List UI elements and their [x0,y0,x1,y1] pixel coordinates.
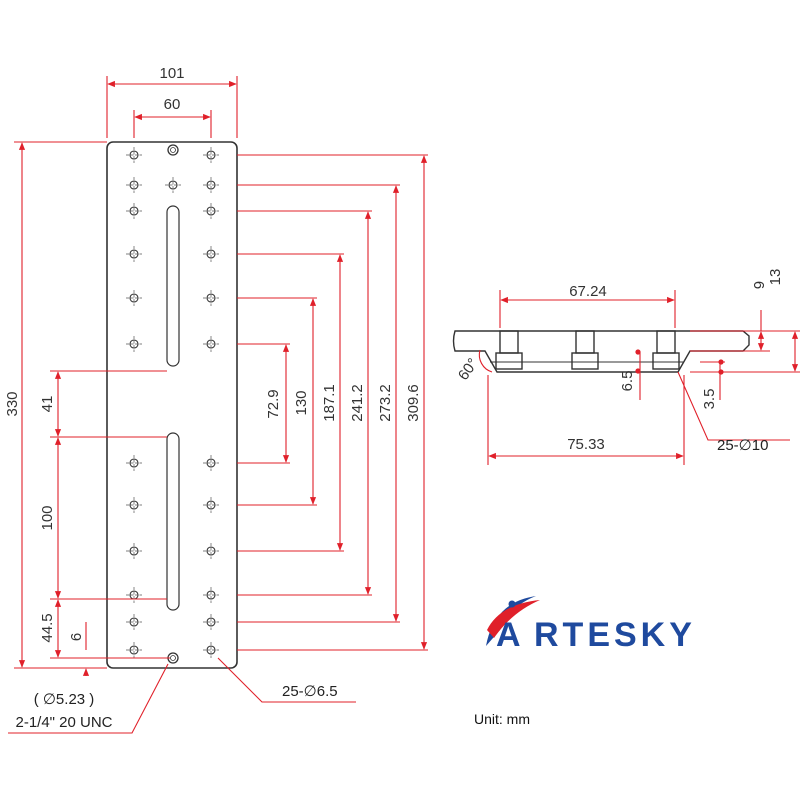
mounting-hole [126,336,142,352]
mounting-hole [203,543,219,559]
dim-6-5: 6.5 [619,371,636,392]
plate-side-view [452,330,750,373]
mounting-hole [126,642,142,658]
hole-count-note-top: 25-∅6.5 [282,683,338,700]
side-view-dimensions [478,290,800,465]
dim-3-5: 3.5 [701,389,718,410]
logo-text: RTESKY [534,616,696,654]
mounting-hole [126,147,142,163]
dim-width-60: 60 [164,96,181,113]
dim-width-101: 101 [159,65,184,82]
threaded-hole-top [167,144,179,156]
mounting-hole [203,203,219,219]
upper-slot [166,205,180,367]
mounting-hole [203,147,219,163]
side-bolt-middle [571,330,599,370]
dim-72-9: 72.9 [265,389,282,418]
side-bolt-left [495,330,523,370]
mounting-hole [203,177,219,193]
dim-130: 130 [293,390,310,415]
side-bolt-right [652,330,680,370]
mounting-hole [126,290,142,306]
artesky-logo-icon [486,596,540,646]
mounting-hole [203,497,219,513]
dim-41: 41 [39,396,56,413]
dim-6-left: 6 [68,633,85,641]
mounting-hole [126,614,142,630]
mounting-hole [203,336,219,352]
plate-outline [106,141,238,669]
mounting-hole [203,642,219,658]
dim-241-2: 241.2 [349,384,366,422]
logo-initial: A [496,616,525,654]
side-view-center-marks [635,349,724,375]
dim-309-6: 309.6 [405,384,422,422]
top-view-dimensions [8,76,428,734]
lower-slot [166,432,180,611]
dim-330: 330 [4,391,21,416]
plate-top-view [106,141,238,669]
mounting-holes [126,147,219,658]
dim-13: 13 [767,269,784,286]
mounting-hole [126,497,142,513]
mounting-hole [203,614,219,630]
dim-44-5: 44.5 [39,613,56,642]
dim-100: 100 [39,505,56,530]
mounting-hole [203,290,219,306]
mounting-hole [126,455,142,471]
dim-67-24: 67.24 [569,283,607,300]
mounting-hole [126,246,142,262]
dim-273-2: 273.2 [377,384,394,422]
side-plate-profile [452,330,750,373]
artesky-logo: A RTESKY [486,596,696,654]
mounting-hole [165,177,181,193]
mounting-hole [203,246,219,262]
dim-187-1: 187.1 [321,384,338,422]
hole-count-note-side: 25-∅10 [717,437,768,454]
mounting-hole [203,587,219,603]
unit-label: Unit: mm [474,711,530,727]
dim-6-side: 6 [750,281,767,289]
mounting-hole [126,203,142,219]
mounting-hole [126,543,142,559]
thread-spec-note: 2-1/4" 20 UNC [15,714,112,731]
thread-hole-diameter-note: ( ∅5.23 ) [34,691,95,708]
dim-75-33: 75.33 [567,436,605,453]
mounting-hole [203,455,219,471]
mounting-hole [126,177,142,193]
dim-angle-60: 60° [455,355,482,383]
mounting-hole [126,587,142,603]
